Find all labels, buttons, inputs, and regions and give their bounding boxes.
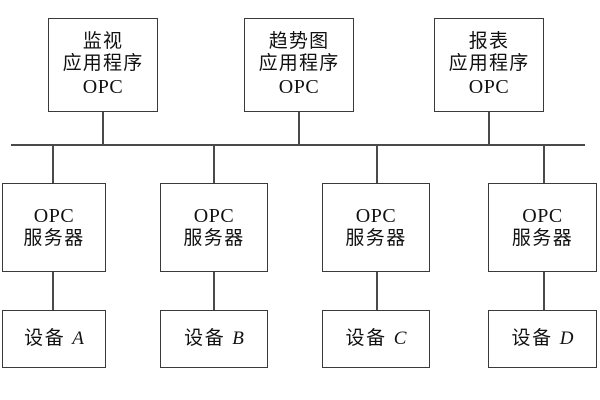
network-bus-line <box>11 144 585 146</box>
server-box-3[interactable]: OPC 服务器 <box>322 183 430 272</box>
app-box-monitor[interactable]: 监视 应用程序 OPC <box>48 18 158 112</box>
app-box-report-line3: OPC <box>468 75 510 98</box>
server-box-4-line2: 服务器 <box>511 228 574 250</box>
connector-server-2-to-device-b <box>213 272 215 311</box>
app-box-monitor-line2: 应用程序 <box>62 53 144 75</box>
server-box-1-line1: OPC <box>33 204 75 227</box>
connector-monitor-to-bus <box>102 112 104 145</box>
app-box-report-line2: 应用程序 <box>448 53 530 75</box>
connector-bus-to-server-2 <box>213 144 215 183</box>
server-box-1-line2: 服务器 <box>23 228 85 250</box>
app-box-report-line1: 报表 <box>468 30 510 52</box>
connector-bus-to-server-1 <box>52 144 54 183</box>
server-box-3-line2: 服务器 <box>345 228 407 250</box>
connector-report-to-bus <box>488 112 490 145</box>
server-box-2[interactable]: OPC 服务器 <box>160 183 268 272</box>
app-box-monitor-line1: 监视 <box>82 30 124 52</box>
server-box-2-line2: 服务器 <box>183 228 245 250</box>
server-box-1[interactable]: OPC 服务器 <box>2 183 106 272</box>
app-box-trend-chart-line2: 应用程序 <box>258 53 340 75</box>
server-box-2-line1: OPC <box>193 204 235 227</box>
connector-server-3-to-device-c <box>376 272 378 311</box>
app-box-trend-chart-line3: OPC <box>278 75 320 98</box>
connector-bus-to-server-3 <box>376 144 378 183</box>
connector-trend-chart-to-bus <box>298 112 300 145</box>
connector-bus-to-server-4 <box>543 144 545 183</box>
server-box-4[interactable]: OPC 服务器 <box>488 183 597 272</box>
app-box-monitor-line3: OPC <box>82 75 124 98</box>
app-box-trend-chart-line1: 趋势图 <box>268 30 330 52</box>
connector-server-4-to-device-d <box>543 272 545 311</box>
server-box-4-line1: OPC <box>522 204 563 227</box>
app-box-trend-chart[interactable]: 趋势图 应用程序 OPC <box>244 18 354 112</box>
app-box-report[interactable]: 报表 应用程序 OPC <box>434 18 544 112</box>
connector-server-1-to-device-a <box>52 272 54 311</box>
server-box-3-line1: OPC <box>355 204 397 227</box>
